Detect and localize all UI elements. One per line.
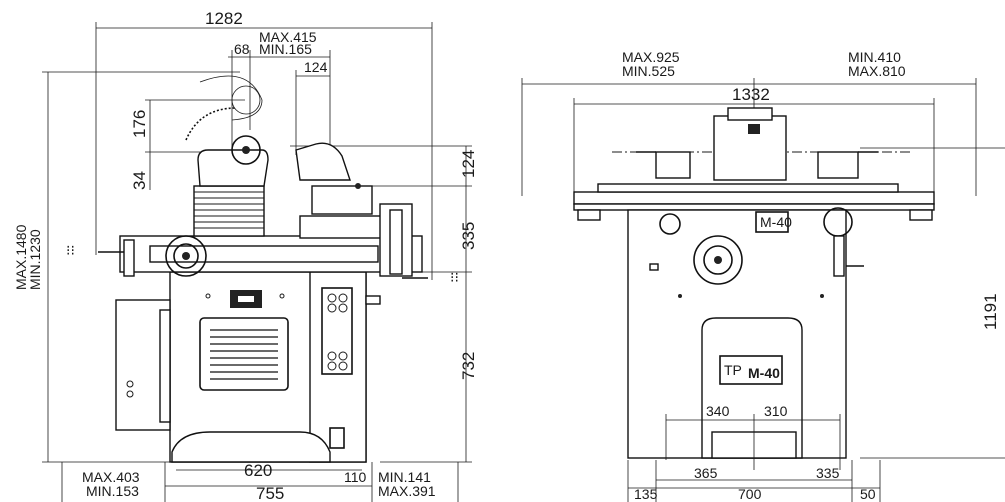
dim-732: 732 [459,352,478,380]
dim-max-391: MAX.391 [378,483,436,499]
vent-slots [210,329,278,380]
badge-model: M-40 [748,365,780,381]
svg-text:⁝⁝: ⁝⁝ [66,242,75,258]
dim-110: 110 [344,469,367,485]
table-rail [573,191,935,205]
plate-top-text: M-40 [760,214,792,230]
dim-min-1230: MIN.1230 [27,229,43,290]
dim-max-1480: MAX.1480 [13,224,29,290]
dim-365: 365 [694,465,718,481]
left-handwheel [165,235,207,277]
dim-1332: 1332 [732,85,770,104]
dim-68: 68 [234,41,250,57]
dim-335: 335 [459,222,478,250]
dim-755: 755 [256,484,284,502]
dim-min-410: MIN.410 [848,49,901,65]
right-view: MAX.925 MIN.525 MIN.410 MAX.810 1332 119… [521,49,1005,502]
vent-panel [199,317,289,391]
dim-max-415: MAX.415 [259,29,317,45]
dim-310: 310 [764,403,788,419]
dim-min-525: MIN.525 [622,63,675,79]
dim-124-top: 124 [304,59,328,75]
dim-335-right: 335 [816,465,840,481]
dim-620: 620 [244,461,272,480]
switch-box [329,427,345,449]
dim-1191: 1191 [981,293,1000,330]
dim-124-right: 124 [459,150,478,178]
dim-max-925: MAX.925 [622,49,680,65]
dim-34: 34 [130,171,149,190]
dim-overall-width: 1282 [205,9,243,28]
left-view: 1282 MAX.415 MIN.165 68 124 176 34 MAX.1… [13,9,478,502]
dim-135: 135 [634,486,658,502]
grinding-wheel [231,135,261,165]
svg-text:⁝⁝: ⁝⁝ [450,269,459,285]
dim-700: 700 [738,486,762,502]
badge-logo: TP [724,362,742,378]
dim-176: 176 [130,110,149,138]
model-badge [719,355,783,385]
dim-340: 340 [706,403,730,419]
dim-max-810: MAX.810 [848,63,906,79]
front-handwheel [693,235,743,285]
dim-min-153: MIN.153 [86,483,139,499]
control-panel [321,287,353,375]
dim-min-141: MIN.141 [378,469,431,485]
dim-min-165: MIN.165 [259,41,312,57]
dim-50: 50 [860,486,876,502]
dim-max-403: MAX.403 [82,469,140,485]
